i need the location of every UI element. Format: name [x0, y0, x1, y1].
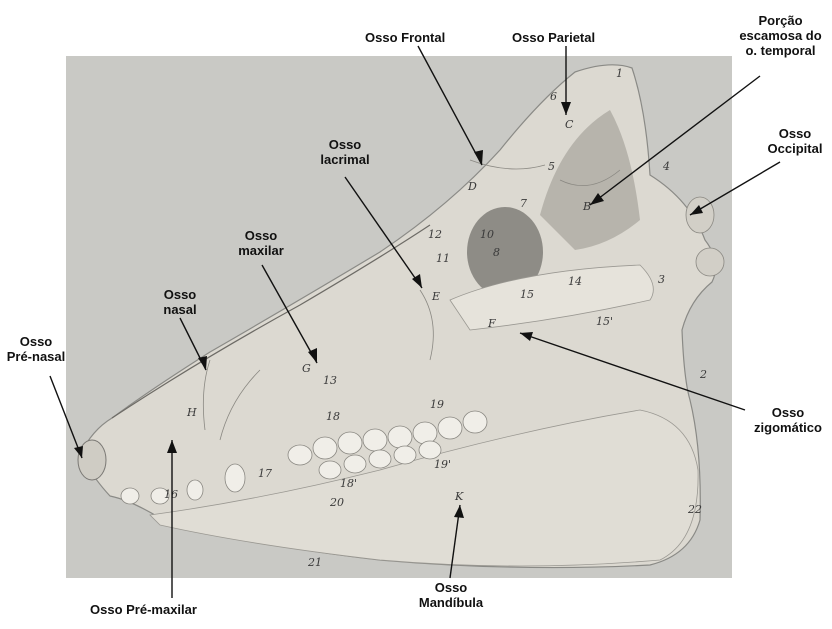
label-lacrimal: Osso lacrimal [310, 137, 380, 167]
prenasal-bone [78, 440, 106, 480]
skull-mark: H [186, 406, 197, 419]
skull-mark: 5 [548, 160, 555, 173]
skull-mark: K [454, 490, 464, 503]
skull-mark: 21 [307, 556, 322, 569]
label-mandibula: Osso Mandíbula [408, 580, 494, 610]
label-lacrimal-line2: lacrimal [310, 152, 380, 167]
label-occipital: Osso Occipital [762, 126, 828, 156]
skull-mark: 20 [329, 496, 344, 509]
skull-mark: 17 [258, 467, 272, 480]
skull-mark: 11 [436, 252, 450, 265]
label-nasal: Osso nasal [148, 287, 212, 317]
skull-mark: 2 [699, 368, 707, 381]
label-prenasal-line1: Osso [2, 334, 70, 349]
skull-mark: 22 [687, 503, 702, 516]
skull-mark: 10 [480, 228, 494, 241]
skull-mark: D [467, 180, 477, 193]
skull-mark: 1 [616, 67, 623, 80]
skull-mark: 15' [596, 315, 613, 328]
label-prenasal-line2: Pré-nasal [2, 349, 70, 364]
label-temporal: Porção escamosa do o. temporal [733, 13, 828, 58]
skull-mark: 19' [434, 458, 451, 471]
skull-mark: 12 [428, 228, 442, 241]
skull-mark: 18' [340, 477, 357, 490]
label-nasal-line2: nasal [148, 302, 212, 317]
label-zigomatico-line1: Osso [745, 405, 831, 420]
label-frontal-text: Osso Frontal [365, 30, 445, 45]
skull-mark: 8 [493, 246, 500, 259]
skull-mark: G [302, 362, 311, 375]
skull-mark: 19 [430, 398, 444, 411]
skull-mark: 6 [550, 90, 557, 103]
skull-mark: C [565, 118, 574, 131]
label-temporal-line2: escamosa do [733, 28, 828, 43]
label-maxilar-line1: Osso [226, 228, 296, 243]
skull-mark: B [582, 200, 591, 213]
label-occipital-line1: Osso [762, 126, 828, 141]
label-parietal-text: Osso Parietal [512, 30, 595, 45]
label-parietal: Osso Parietal [512, 30, 595, 45]
skull-mark: 14 [568, 275, 582, 288]
label-maxilar: Osso maxilar [226, 228, 296, 258]
label-mandibula-line1: Osso [408, 580, 494, 595]
label-zigomatico-line2: zigomático [745, 420, 831, 435]
skull-mark: 16 [164, 488, 178, 501]
skull-mark: 15 [520, 288, 534, 301]
label-prenasal: Osso Pré-nasal [2, 334, 70, 364]
skull-mark: 3 [658, 273, 665, 286]
label-occipital-line2: Occipital [762, 141, 828, 156]
label-temporal-line3: o. temporal [733, 43, 828, 58]
label-frontal: Osso Frontal [365, 30, 445, 45]
skull-mark: F [487, 317, 496, 330]
skull-mark: 18 [326, 410, 340, 423]
label-premaxilar-text: Osso Pré-maxilar [90, 602, 197, 617]
label-nasal-line1: Osso [148, 287, 212, 302]
label-maxilar-line2: maxilar [226, 243, 296, 258]
skull-mark: E [431, 290, 440, 303]
skull-mark: 13 [323, 374, 337, 387]
skull-mark: 4 [662, 160, 670, 173]
label-temporal-line1: Porção [733, 13, 828, 28]
skull-mark: 7 [520, 197, 527, 210]
occipital-condyle-lower [696, 248, 724, 276]
label-mandibula-line2: Mandíbula [408, 595, 494, 610]
label-premaxilar: Osso Pré-maxilar [90, 602, 197, 617]
label-lacrimal-line1: Osso [310, 137, 380, 152]
label-zigomatico: Osso zigomático [745, 405, 831, 435]
